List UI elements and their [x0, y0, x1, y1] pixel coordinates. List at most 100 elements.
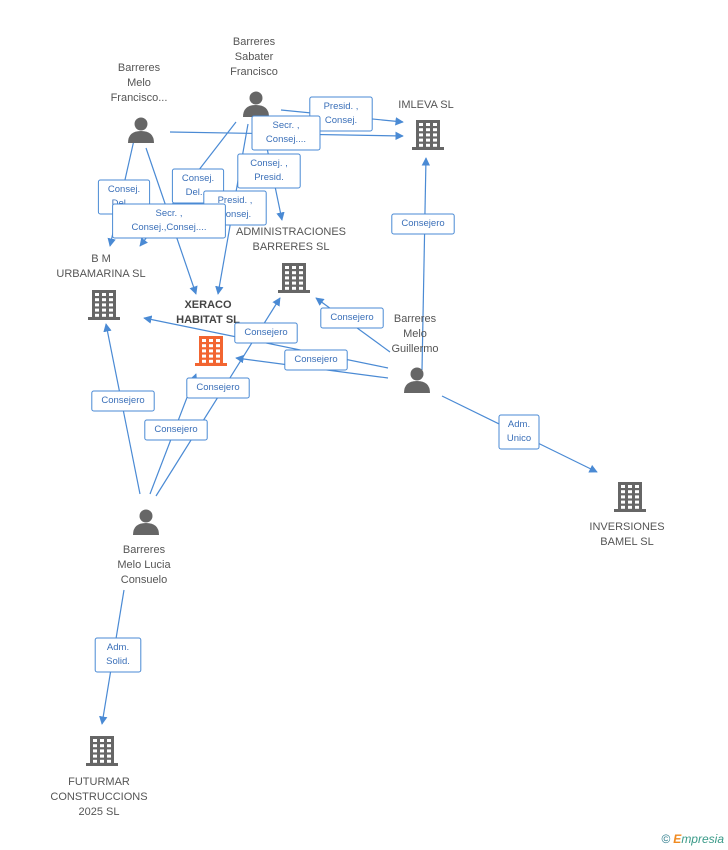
relation-label-text: Consej. ,: [250, 158, 288, 169]
node-admin[interactable]: ADMINISTRACIONES BARRERES SL: [236, 226, 346, 293]
relation-label-box: [498, 414, 540, 450]
node-label: FUTURMAR: [68, 776, 130, 788]
relation-label-text: Consej.: [108, 184, 140, 195]
node-label: Francisco...: [111, 92, 168, 104]
copyright-icon: ©: [661, 832, 671, 846]
node-label: 2025 SL: [79, 806, 120, 818]
node-label: ADMINISTRACIONES: [236, 226, 346, 238]
company-building-icon: [88, 290, 120, 320]
relation-label-box: [144, 419, 208, 441]
node-label: Melo: [127, 77, 151, 89]
person-icon: [133, 509, 159, 535]
relation-label-guillermo-admin[interactable]: Consejero: [320, 307, 384, 329]
relation-label-box: [91, 390, 155, 412]
relation-label-text: Adm.: [107, 642, 129, 653]
relation-label-text: Presid. ,: [324, 101, 359, 112]
company-building-icon: [614, 482, 646, 512]
relation-label-guillermo-inversiones[interactable]: Adm. Unico: [498, 414, 540, 450]
relation-label-box: [94, 637, 142, 673]
relation-label-text: Unico: [507, 433, 531, 444]
relation-label-box: [112, 203, 226, 239]
person-icon: [404, 367, 430, 393]
relation-label-lucia-bm[interactable]: Consejero: [91, 390, 155, 412]
relation-label-text: Consej.: [182, 173, 214, 184]
node-label: Barreres: [123, 544, 166, 556]
relation-label-text: Consejero: [294, 354, 337, 365]
node-label: Francisco: [230, 66, 278, 78]
relation-label-box: [237, 153, 301, 189]
footer-brand: ©Empresia: [661, 832, 724, 846]
relation-label-text: Consejero: [330, 312, 373, 323]
relation-label-lucia-admin[interactable]: Consejero: [144, 419, 208, 441]
person-icon: [243, 91, 269, 117]
relation-label-sabater-bm[interactable]: Secr. , Consej.,Consej....: [112, 203, 226, 239]
node-imleva[interactable]: IMLEVA SL: [398, 99, 454, 150]
node-label: Sabater: [235, 51, 274, 63]
relation-label-box: [234, 322, 298, 344]
relation-label-text: Consejero: [154, 424, 197, 435]
node-label: URBAMARINA SL: [56, 268, 145, 280]
relation-label-lucia-futurmar[interactable]: Adm. Solid.: [94, 637, 142, 673]
relation-label-text: Consej.: [219, 209, 251, 220]
node-label: INVERSIONES: [589, 521, 664, 533]
node-francisco[interactable]: BarreresMeloFrancisco...: [111, 62, 168, 143]
relation-label-text: Secr. ,: [273, 120, 300, 131]
relation-label-text: Consej.: [325, 115, 357, 126]
relation-label-text: Del....: [186, 187, 211, 198]
relation-label-text: Presid.: [254, 172, 284, 183]
node-inversiones[interactable]: INVERSIONES BAMEL SL: [589, 482, 665, 548]
relation-label-box: [320, 307, 384, 329]
node-label: HABITAT SL: [176, 314, 240, 326]
person-icon: [128, 117, 154, 143]
node-label: Barreres: [233, 36, 276, 48]
relation-label-text: Presid. ,: [218, 195, 253, 206]
relation-label-text: Consejero: [101, 395, 144, 406]
company-building-icon: [86, 736, 118, 766]
node-label: CONSTRUCCIONS: [50, 791, 147, 803]
node-label: Barreres: [394, 313, 437, 325]
relation-label-text: Consejero: [244, 327, 287, 338]
company-building-icon: [278, 263, 310, 293]
relation-label-text: Consej....: [266, 134, 306, 145]
node-label: BAMEL SL: [600, 536, 653, 548]
relation-label-box: [251, 115, 321, 151]
relation-label-box: [186, 377, 250, 399]
relation-label-text: Consejero: [196, 382, 239, 393]
edge-guillermo-to-imleva: [421, 157, 431, 371]
relation-label-guillermo-imleva[interactable]: Consejero: [391, 213, 455, 235]
company-building-icon: [195, 336, 227, 366]
node-label: Guillermo: [391, 343, 438, 355]
relation-label-box: [309, 96, 373, 132]
node-label: Melo: [403, 328, 427, 340]
relation-label-francisco-imleva[interactable]: Secr. , Consej....: [251, 115, 321, 151]
node-label: Melo Lucia: [117, 559, 171, 571]
node-label: Consuelo: [121, 574, 167, 586]
brand-name: mpresia: [681, 832, 724, 846]
node-label: BARRERES SL: [252, 241, 329, 253]
relation-label-text: Secr. ,: [156, 208, 183, 219]
relation-label-sabater-admin[interactable]: Consej. , Presid.: [237, 153, 301, 189]
brand-initial: E: [673, 832, 682, 846]
node-label: XERACO: [184, 299, 232, 311]
relation-label-text: Consej.,Consej....: [132, 222, 207, 233]
relation-label-guillermo-bm[interactable]: Consejero: [234, 322, 298, 344]
relation-label-guillermo-xeraco[interactable]: Consejero: [284, 349, 348, 371]
relation-label-text: Solid.: [106, 656, 130, 667]
node-label: IMLEVA SL: [398, 99, 453, 111]
relation-label-text: Adm.: [508, 419, 530, 430]
relation-label-text: Consejero: [401, 218, 444, 229]
relation-label-box: [391, 213, 455, 235]
relation-label-sabater-imleva[interactable]: Presid. , Consej.: [309, 96, 373, 132]
company-building-icon: [412, 120, 444, 150]
node-label: Barreres: [118, 62, 161, 74]
relation-label-box: [284, 349, 348, 371]
node-futurmar[interactable]: FUTURMAR CONSTRUCCIONS 2025 SL: [50, 736, 148, 818]
node-label: B M: [91, 253, 111, 265]
node-xeraco[interactable]: XERACO HABITAT SL: [176, 299, 240, 366]
relation-label-lucia-xeraco[interactable]: Consejero: [186, 377, 250, 399]
node-bm[interactable]: B M URBAMARINA SL: [56, 253, 146, 320]
